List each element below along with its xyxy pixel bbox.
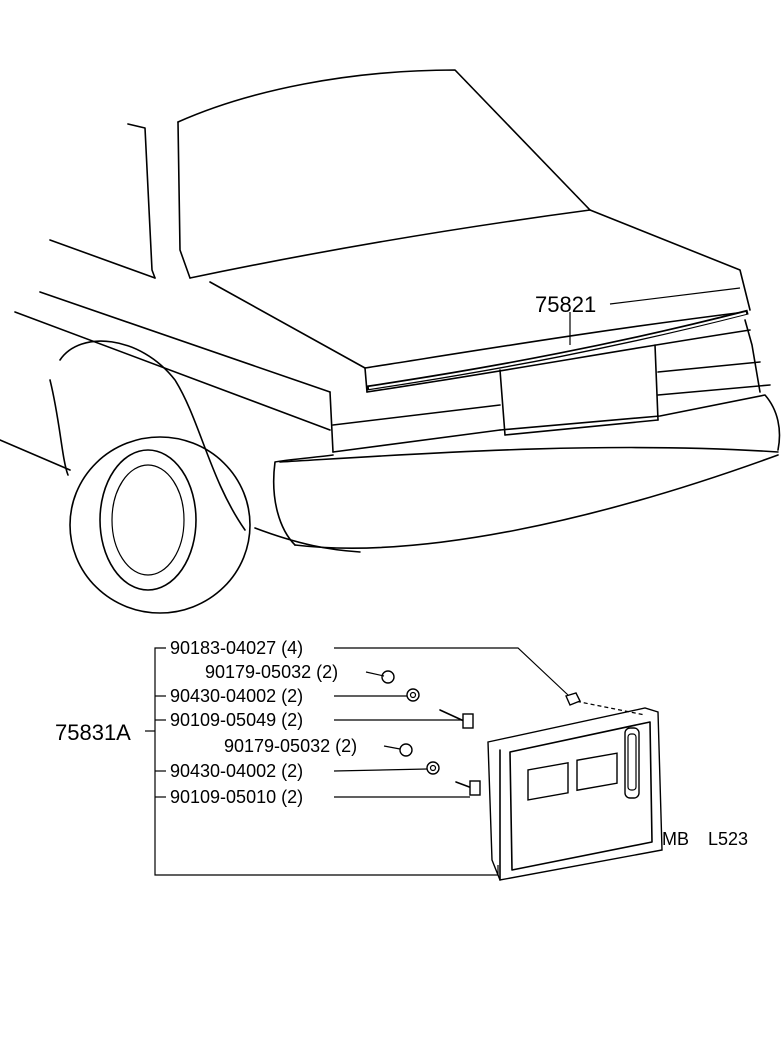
fastener-screw-2 bbox=[455, 780, 481, 796]
garnish-assembly-number: 75831A bbox=[55, 720, 131, 745]
sub-part-label: 90430-04002 (2) bbox=[170, 686, 303, 706]
sub-part-label: 90179-05032 (2) bbox=[224, 736, 357, 756]
fastener-clip-1 bbox=[381, 670, 395, 684]
garnish-panel bbox=[487, 699, 663, 881]
fastener-screw-1 bbox=[439, 709, 474, 729]
trunk-molding-strip bbox=[366, 69, 749, 391]
car-illustration bbox=[0, 69, 781, 614]
fastener-grommet-2 bbox=[426, 761, 440, 775]
diagram-code: L523 bbox=[708, 829, 748, 849]
sub-part-label: 90183-04027 (4) bbox=[170, 638, 303, 658]
sub-part-label: 90109-05049 (2) bbox=[170, 710, 303, 730]
model-code: MB bbox=[662, 829, 689, 849]
molding-part-number: 75821 bbox=[535, 292, 596, 317]
fastener-nut-1 bbox=[565, 692, 581, 706]
fastener-grommet-1 bbox=[406, 688, 420, 702]
sub-part-label: 90179-05032 (2) bbox=[205, 662, 338, 682]
fastener-clip-2 bbox=[399, 743, 413, 757]
sub-part-label: 90430-04002 (2) bbox=[170, 761, 303, 781]
parts-bracket bbox=[145, 647, 569, 876]
molding-callout: 75821 bbox=[535, 287, 741, 345]
sub-part-label: 90109-05010 (2) bbox=[170, 787, 303, 807]
